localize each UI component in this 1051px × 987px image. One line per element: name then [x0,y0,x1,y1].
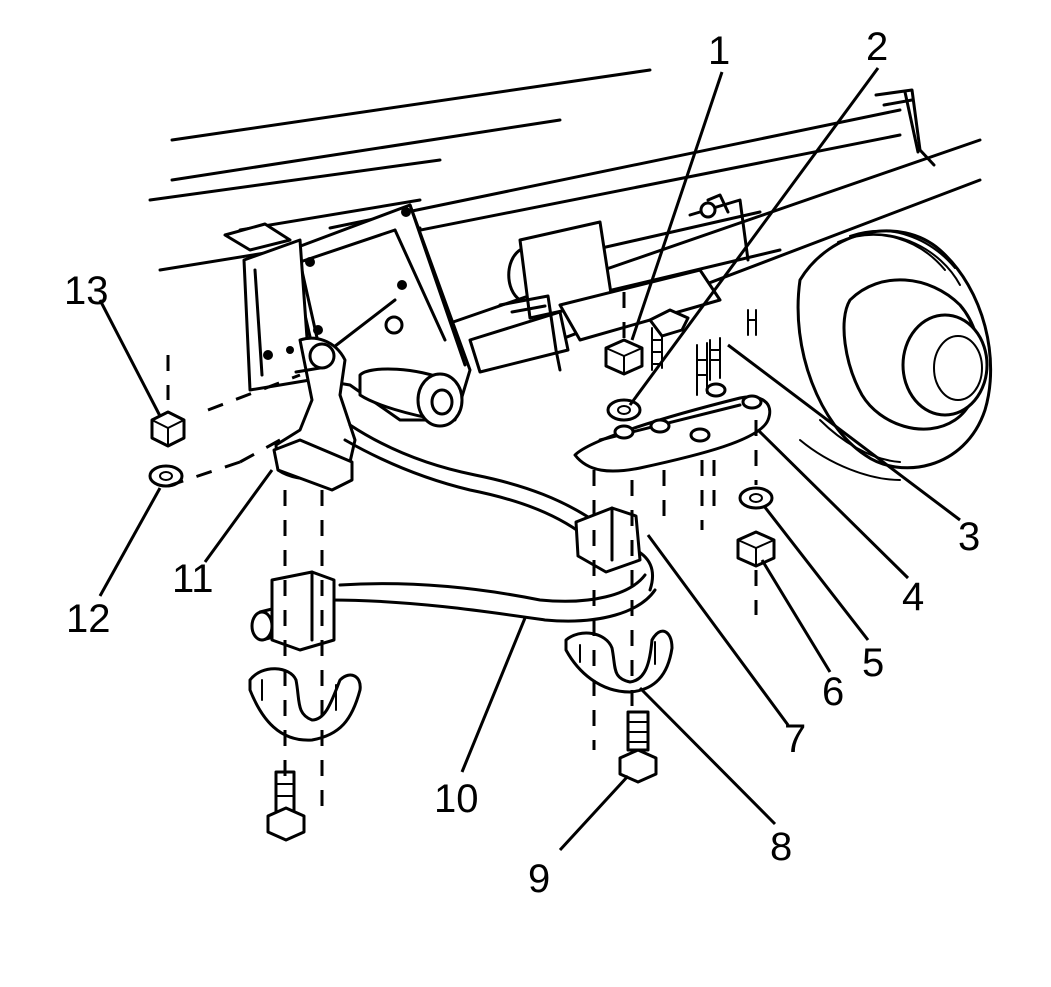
callout-7: 7 [784,717,806,761]
leader-lines [98,67,961,852]
hardware [148,338,776,842]
callout-8: 8 [770,825,792,869]
callout-13: 13 [64,269,109,313]
callout-6: 6 [822,670,844,714]
callout-4: 4 [902,575,924,619]
callout-1: 1 [708,29,730,73]
stabilizer-link [272,336,357,492]
mounting-plate [573,382,772,473]
washer-2 [606,398,642,422]
callout-3: 3 [958,515,980,559]
callout-9: 9 [528,857,550,901]
spring-u-bolts [498,88,936,372]
assembly-lines [166,292,758,810]
washer-5 [738,486,774,510]
callout-5: 5 [862,641,884,685]
bar-bushings [270,506,642,652]
axle-housing [468,220,722,374]
lower-clamps [248,629,674,742]
washer-12 [148,464,184,488]
shackle-bracket [223,203,472,428]
callout-2: 2 [866,25,888,69]
studs [648,308,757,396]
callout-10: 10 [434,777,479,821]
callout-labels: 1 2 3 4 5 6 7 8 9 10 11 12 13 [64,25,980,901]
brake-drum [796,229,993,481]
bolt-left [274,770,296,814]
callout-11: 11 [172,557,214,601]
callout-12: 12 [66,597,111,641]
